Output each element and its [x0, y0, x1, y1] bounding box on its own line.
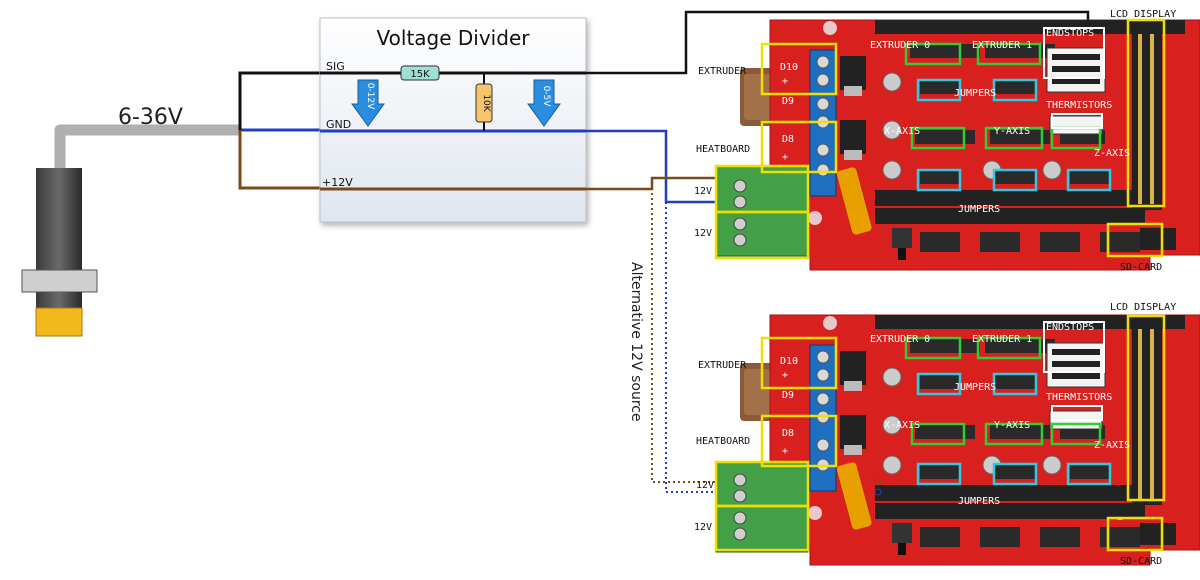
v12-rail-label: +12V [322, 176, 353, 189]
gnd-wire-in [238, 72, 320, 132]
hl-sd [1106, 222, 1164, 258]
sd-card-label-bottom: SD-CARD [1120, 556, 1162, 567]
arrow-0-5v-label: 0-5V [541, 86, 551, 108]
hl-sd-b [1106, 516, 1164, 552]
pin-d8-bottom: D8 [782, 428, 794, 439]
pin-d10-top: D10 [780, 62, 798, 73]
z-axis-label-top: Z-AXIS [1094, 148, 1130, 159]
resistor-10k-label: 10K [481, 94, 491, 112]
hl-lcd-b [1126, 314, 1166, 502]
pin-d8-plus-bottom: + [782, 446, 788, 457]
thermistors-label-top: THERMISTORS [1046, 100, 1112, 111]
extruder1-label-top: EXTRUDER 1 [972, 40, 1032, 51]
lcd-label-top: LCD DISPLAY [1110, 9, 1176, 20]
lcd-label-bottom: LCD DISPLAY [1110, 302, 1176, 313]
v12-wire-in [238, 130, 320, 190]
resistor-15k-label: 15K [410, 69, 430, 80]
extruder0-label-bottom: EXTRUDER 0 [870, 334, 930, 345]
pin-d10-bottom: D10 [780, 356, 798, 367]
sensor-voltage-label: 6-36V [118, 105, 183, 130]
jumpers-top-label-bottom: JUMPERS [954, 382, 996, 393]
sensor-tip [35, 307, 83, 337]
jumpers-bottom-label-top: JUMPERS [958, 204, 1000, 215]
alt-gnd-endpoint [874, 488, 882, 496]
arrow-0-12v-label: 0-12V [365, 83, 375, 110]
input-12v-b-top: 12V [694, 228, 712, 239]
alt-v12-wire [651, 178, 878, 483]
pin-d9-bottom: D9 [782, 390, 794, 401]
sig-rail-label: SIG [326, 60, 345, 73]
hl-d10-b [760, 336, 838, 390]
pin-d9-top: D9 [782, 96, 794, 107]
z-axis-label-bottom: Z-AXIS [1094, 440, 1130, 451]
alt-12v-source-label: Alternative 12V source [628, 262, 644, 422]
jumpers-top-label-top: JUMPERS [954, 88, 996, 99]
input-12v-b-bottom: 12V [694, 522, 712, 533]
ramps-board-top: EXTRUDER HEATBOARD D10 + D9 D8 + 12V 12V… [694, 9, 1200, 273]
pin-d8-top: D8 [782, 134, 794, 145]
y-axis-label-top: Y-AXIS [994, 126, 1030, 137]
pin-d8-plus-top: + [782, 152, 788, 163]
sig-wire-in [238, 71, 320, 130]
jumpers-bottom-label-bottom: JUMPERS [958, 496, 1000, 507]
voltage-divider: Voltage Divider SIG GND +12V 15K 10K 0-1… [319, 17, 587, 223]
arrow-0-5v: 0-5V [527, 79, 561, 127]
sensor-nut [21, 269, 98, 293]
hl-12v-b-b [714, 504, 810, 552]
input-12v-a-top: 12V [694, 186, 712, 197]
x-axis-label-top: X-AXIS [884, 126, 920, 137]
x-axis-label-bottom: X-AXIS [884, 420, 920, 431]
endstops-label-bottom: ENDSTOPS [1046, 322, 1094, 333]
resistor-10k: 10K [475, 73, 493, 131]
thermistors-label-bottom: THERMISTORS [1046, 392, 1112, 403]
heatboard-label-top: HEATBOARD [696, 144, 750, 155]
gnd-wire-out [586, 129, 718, 204]
heatboard-label-bottom: HEATBOARD [696, 436, 750, 447]
extruder0-label-top: EXTRUDER 0 [870, 40, 930, 51]
voltage-divider-title: Voltage Divider [377, 26, 531, 50]
inductive-sensor: 6-36V [21, 105, 240, 337]
gnd-rail-label: GND [326, 118, 351, 131]
extruder1-label-bottom: EXTRUDER 1 [972, 334, 1032, 345]
hl-d8 [760, 120, 838, 174]
sensor-wires [238, 71, 320, 190]
sd-card-label-top: SD-CARD [1120, 262, 1162, 273]
pin-d10-plus-bottom: + [782, 370, 788, 381]
extruder-label-top: EXTRUDER [698, 66, 747, 77]
y-axis-label-bottom: Y-AXIS [994, 420, 1030, 431]
hl-d10 [760, 42, 838, 96]
endstops-label-top: ENDSTOPS [1046, 28, 1094, 39]
hl-d8-b [760, 414, 838, 468]
sensor-cable [54, 124, 240, 186]
resistor-15k: 15K [400, 65, 440, 81]
sensor-thread [36, 292, 82, 308]
extruder-label-bottom: EXTRUDER [698, 360, 747, 371]
hl-12v-b [714, 210, 810, 260]
hl-lcd [1126, 18, 1166, 208]
arrow-0-12v: 0-12V [351, 79, 385, 127]
pin-d10-plus-top: + [782, 76, 788, 87]
sensor-body [36, 168, 82, 272]
input-12v-a-bottom: 12V [696, 480, 714, 491]
alt-v12-endpoint [874, 478, 882, 486]
ramps-board-bottom: EXTRUDER HEATBOARD D10 + D9 D8 + 12V 12V… [694, 302, 1200, 567]
